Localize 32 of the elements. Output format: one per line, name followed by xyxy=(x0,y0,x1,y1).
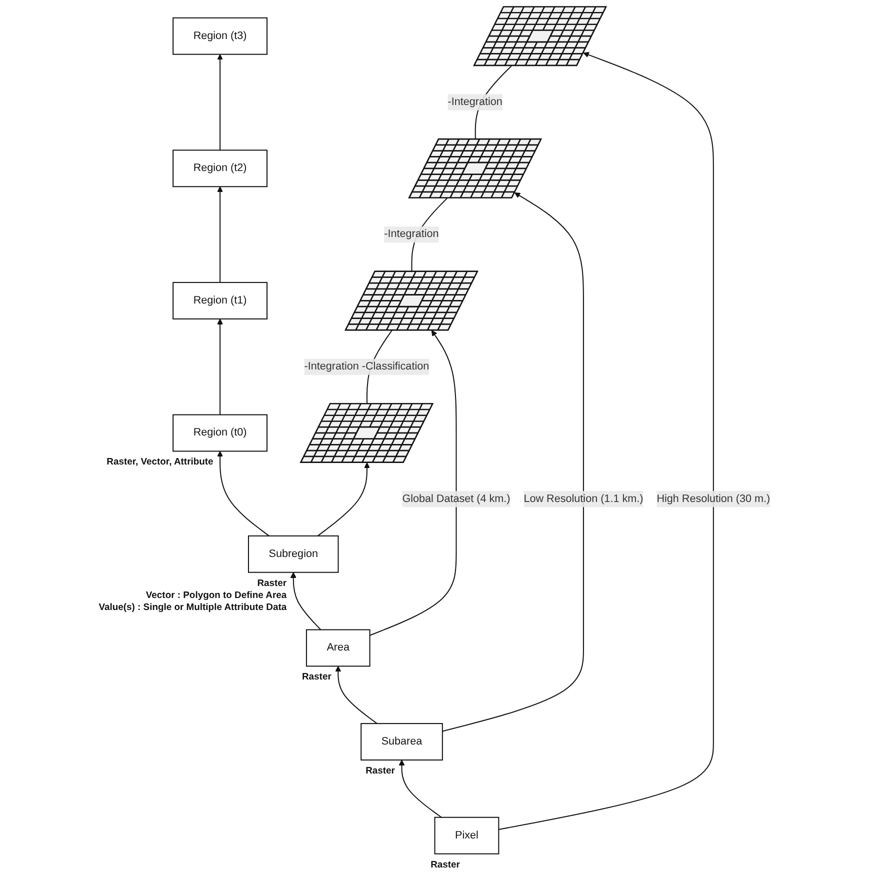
arrow xyxy=(317,462,370,536)
arrow xyxy=(290,572,322,630)
node-box: Subarea xyxy=(360,723,443,760)
arrow xyxy=(217,450,270,536)
node-box: Area xyxy=(306,629,370,667)
edge-label: Global Dataset (4 km.) xyxy=(402,493,510,505)
node-box: Subregion xyxy=(248,535,339,573)
arrow xyxy=(398,760,442,818)
node-box: Region (t0) xyxy=(172,414,268,452)
edge-label: Low Resolution (1.1 km.) xyxy=(524,493,644,505)
data-type-note: Raster xyxy=(257,578,287,589)
arrow xyxy=(217,318,223,415)
arrow xyxy=(217,186,223,282)
arrow xyxy=(217,54,223,150)
arrow xyxy=(370,330,457,636)
data-type-note: Raster xyxy=(366,766,395,776)
arrow xyxy=(498,52,714,830)
node-box: Region (t3) xyxy=(172,17,268,55)
edge-label: -Integration -Classification xyxy=(304,360,430,372)
data-type-note: Vector : Polygon to Define Area xyxy=(146,590,287,601)
arrow xyxy=(442,192,584,732)
edge-label: High Resolution (30 m.) xyxy=(656,493,770,505)
arrow xyxy=(335,666,378,724)
node-box: Region (t2) xyxy=(172,150,268,188)
data-type-note: Raster xyxy=(302,672,332,683)
data-type-note: Raster, Vector, Attribute xyxy=(106,456,214,468)
node-box: Region (t1) xyxy=(172,282,268,320)
edge-label: -Integration xyxy=(384,228,439,240)
data-type-note: Raster xyxy=(430,859,460,870)
node-box: Pixel xyxy=(434,816,500,854)
edge-label: -Integration xyxy=(448,96,502,108)
data-type-note: Value(s) : Single or Multiple Attribute Data xyxy=(98,602,287,614)
